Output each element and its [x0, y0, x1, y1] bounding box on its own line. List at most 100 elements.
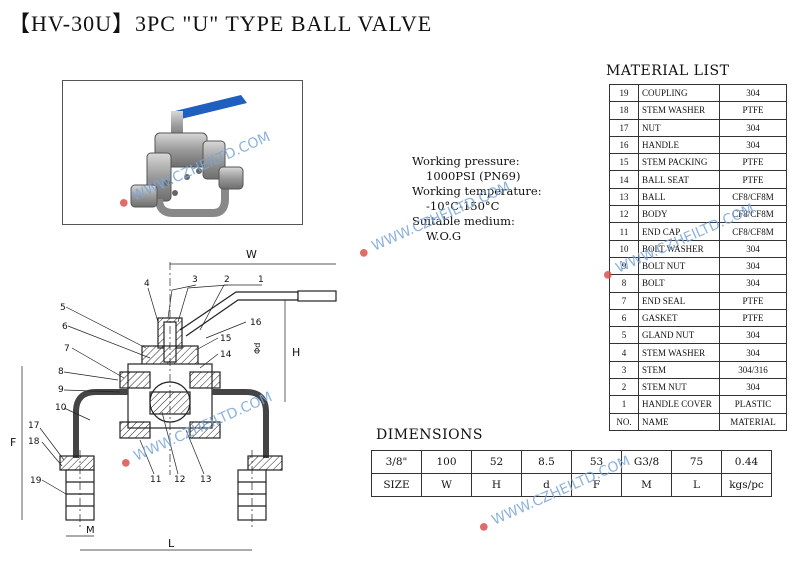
dim-F-label: F: [10, 436, 16, 449]
specifications: Working pressure: 1000PSI (PN69) Working…: [412, 154, 542, 244]
callout-15: 15: [220, 334, 231, 344]
material-cell-no: 12: [609, 205, 639, 224]
dim-M-label: M: [86, 525, 95, 536]
callout-7: 7: [64, 344, 70, 354]
spec-medium-value: W.O.G: [426, 229, 462, 243]
dim-L-label: L: [168, 537, 175, 550]
dim-value: G3/8: [621, 450, 672, 474]
material-cell-name: STEM NUT: [638, 378, 720, 397]
material-cell-material: PTFE: [719, 101, 787, 120]
material-cell-material: 304: [719, 118, 787, 137]
callout-9: 9: [58, 385, 64, 395]
material-cell-material: MATERIAL: [719, 412, 787, 431]
material-cell-name: STEM: [638, 360, 720, 380]
spec-temperature-label: Working temperature:: [412, 184, 542, 198]
material-cell-name: STEM WASHER: [638, 343, 720, 362]
callout-13: 13: [200, 475, 211, 485]
spec-medium-label: Suitable medium:: [412, 214, 515, 228]
material-cell-no: 2: [609, 378, 639, 397]
material-cell-no: 15: [609, 153, 639, 172]
dimensions-table: 3/8" 100 52 8.5 53 G3/8 75 0.44 SIZE W H…: [371, 450, 772, 497]
dim-H-label: H: [292, 346, 300, 359]
technical-drawing: 1 2 3 4 5 6 7 8 9 10 11 12 13 14 15 16 1…: [10, 248, 337, 551]
callout-14: 14: [220, 350, 232, 360]
material-cell-no: 4: [609, 343, 639, 362]
material-cell-material: 304: [719, 378, 787, 397]
spec-pressure-value: 1000PSI (PN69): [426, 169, 521, 183]
callout-19: 19: [30, 476, 42, 486]
material-cell-material: 304: [719, 83, 787, 103]
dim-header: kgs/pc: [721, 473, 772, 497]
callout-11: 11: [150, 475, 161, 485]
material-cell-name: GASKET: [638, 308, 720, 328]
callout-12: 12: [174, 475, 185, 485]
callout-16: 16: [250, 318, 262, 328]
material-cell-name: NUT: [638, 118, 720, 137]
material-cell-name: BALL: [638, 187, 720, 207]
dim-header: F: [571, 473, 622, 497]
page-title: 【HV-30U】3PC "U" TYPE BALL VALVE: [8, 11, 433, 36]
dim-value: 100: [421, 450, 472, 474]
material-cell-material: PTFE: [719, 153, 787, 172]
material-cell-name: BOLT: [638, 274, 720, 293]
dim-value: 52: [471, 450, 522, 474]
material-cell-name: HANDLE: [638, 135, 720, 155]
material-cell-name: BALL SEAT: [638, 170, 720, 189]
callout-1: 1: [258, 275, 264, 285]
callout-3: 3: [192, 275, 198, 285]
material-cell-name: COUPLING: [638, 83, 720, 103]
material-cell-no: 13: [609, 187, 639, 207]
material-cell-name: STEM WASHER: [638, 101, 720, 120]
dim-header: M: [621, 473, 672, 497]
dim-header: SIZE: [371, 473, 422, 497]
material-cell-material: CF8/CF8M: [719, 187, 787, 207]
dim-value: 75: [671, 450, 722, 474]
material-cell-material: 304/316: [719, 360, 787, 380]
material-cell-name: GLAND NUT: [638, 326, 720, 345]
material-cell-no: 11: [609, 222, 639, 241]
material-cell-no: 18: [609, 101, 639, 120]
material-cell-name: END SEAL: [638, 291, 720, 310]
dim-header: H: [471, 473, 522, 497]
material-cell-material: 304: [719, 326, 787, 345]
material-cell-no: NO.: [609, 412, 639, 431]
material-cell-name: STEM PACKING: [638, 153, 720, 172]
dim-header: W: [421, 473, 472, 497]
material-cell-material: PTFE: [719, 291, 787, 310]
material-cell-no: 3: [609, 360, 639, 380]
callout-8: 8: [58, 367, 64, 377]
dim-header: d: [521, 473, 572, 497]
callout-5: 5: [60, 303, 66, 313]
material-cell-name: HANDLE COVER: [638, 395, 720, 414]
material-cell-no: 5: [609, 326, 639, 345]
dim-value: 3/8": [371, 450, 422, 474]
dim-value: 8.5: [521, 450, 572, 474]
ball-valve-image: [130, 95, 247, 217]
material-cell-no: 6: [609, 308, 639, 328]
callout-18: 18: [28, 437, 40, 447]
callout-2: 2: [224, 275, 230, 285]
material-cell-material: PTFE: [719, 170, 787, 189]
callout-6: 6: [62, 322, 68, 332]
material-cell-material: 304: [719, 343, 787, 362]
dim-d-label: Φd: [253, 343, 262, 354]
dimensions-header-row: SIZE W H d F M L kgs/pc: [371, 473, 772, 497]
dimensions-title: DIMENSIONS: [376, 427, 483, 443]
